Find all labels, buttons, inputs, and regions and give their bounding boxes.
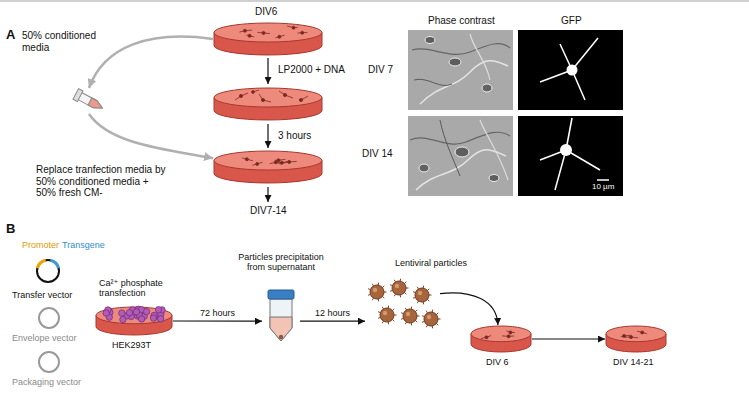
plasmid-shape [35,258,61,284]
column-header: GFP [561,15,582,27]
node-label: Envelope vector [12,333,90,343]
node-label: Packaging vector [12,377,90,387]
node-label: Promoter [22,240,62,250]
row-label: DIV 14 [362,148,393,160]
step-arrow [267,124,268,148]
step-arrow [267,58,268,84]
petri-dish-shape [605,325,667,353]
step-label: 3 hours [278,130,311,142]
petri-dish-shape [213,150,323,184]
column-header: Phase contrast [428,15,495,27]
gfp-image [518,30,623,110]
petri-dish [214,88,322,120]
petri-dish: DIV 6 [470,325,532,353]
centrifuge-tube-shape [262,290,300,342]
centrifuge-tube: Particles precipitation from supernatant [262,290,300,342]
row-label: DIV 7 [368,64,393,76]
gfp-image [518,116,623,196]
plasmid: Envelope vector [37,306,61,330]
cell-dish: Ca²⁺ phosphate transfectionHEK293T [95,306,173,336]
node-label: Transfer vector [12,290,86,300]
node-label: Transgene [62,240,110,250]
node-label: Replace tranfection media by 50% conditi… [36,164,166,199]
step-arrow [267,187,268,202]
frame-line [0,1,749,2]
panel-letter: B [6,222,15,237]
virus-particles: Lentiviral particles [365,278,440,330]
petri-dish: DIV 14-21 [605,325,667,353]
scale-bar [597,179,609,181]
plasmid-shape [37,306,61,330]
arrow-connector [173,320,262,321]
petri-dish-shape [470,325,532,353]
media-tube-shape [72,88,106,114]
arrow-connector [440,293,498,325]
arrow-connector [532,338,605,339]
cell-dish-shape [95,306,173,336]
node-label: Particles precipitation from supernatant [230,252,332,273]
time-label: DIV7-14 [250,205,287,217]
node-label: DIV6 [255,6,295,18]
plasmid: Packaging vector [37,350,61,374]
virus-particles-shape [365,278,440,330]
media-tube: 50% conditioned media [72,88,106,114]
node-label: 50% conditioned media [22,30,104,53]
arrow-connector [89,37,213,88]
scale-label: 10 µm [592,182,614,191]
phase-contrast-image [408,116,513,196]
petri-dish: Replace tranfection media by 50% conditi… [213,150,323,184]
petri-dish: DIV6 [213,22,323,56]
petri-dish-shape [213,22,323,56]
phase-contrast-image [408,30,513,110]
node-label: HEK293T [112,340,162,350]
arrow-connector [89,114,213,158]
plasmid: PromoterTransgeneTransfer vector [35,258,61,284]
plasmid-shape [37,350,61,374]
panel-letter: A [6,28,15,43]
step-label: LP2000 + DNA [278,64,345,76]
arrow-connector [300,321,365,322]
node-label: Lentiviral particles [395,258,495,268]
node-label: Ca²⁺ phosphate transfection [99,278,181,299]
node-label: DIV 6 [486,357,526,367]
edge-label: 12 hours [315,308,350,318]
edge-label: 72 hours [200,308,235,318]
node-label: DIV 14-21 [613,357,673,367]
